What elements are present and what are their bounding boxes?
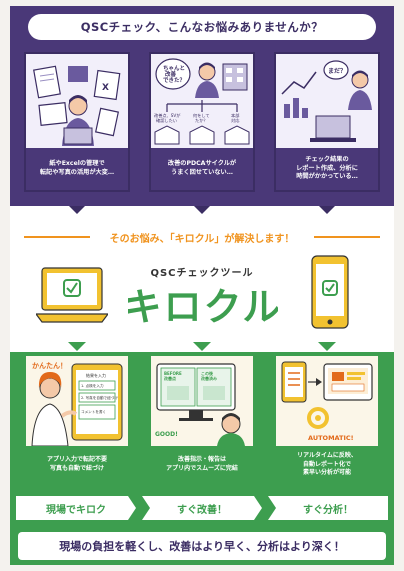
solution-card-analysis: AUTOMATIC! リアルタイムに反映、 自動レポート化で 素早い分析が可能: [274, 354, 380, 486]
solution-card-app-input: かんたん！ 結果を入力 1. 点検を入力 2. 写真を自動で紐づけ コメントを書…: [24, 354, 130, 486]
tool-label: QSCチェックツール: [150, 268, 254, 279]
down-arrow-icon: [69, 206, 85, 214]
laptop-icon: [34, 262, 110, 332]
steps-bar: 現場でキロク すぐ改善！ すぐ分析！: [16, 496, 388, 520]
solution-caption: アプリ入力で転記不要 写真も自動で紐づけ: [26, 446, 128, 484]
after-label: この後: [201, 370, 214, 376]
easy-tag: かんたん！: [32, 361, 67, 370]
problems-title: QSCチェック、こんなお悩みありませんか？: [28, 14, 376, 40]
solution-illustration-app-input: かんたん！ 結果を入力 1. 点検を入力 2. 写真を自動で紐づけ コメントを書…: [26, 356, 128, 447]
problem-illustration-report: まだ？: [276, 54, 378, 148]
bubble-text: まだ？: [328, 67, 346, 75]
good-label: GOOD!: [155, 431, 178, 438]
svg-text:改善点、SVが確認したい 何をしてた: 改善点、SVが確認したい 何をしてたか？ 本部対応: [154, 112, 240, 124]
solution-caption: 改善指示・報告は アプリ内でスムーズに完結: [151, 446, 253, 484]
automatic-label: AUTOMATIC!: [308, 434, 354, 442]
divider-line: [314, 236, 380, 238]
problem-caption: チェック結果の レポート作成、分析に 時間がかかっている…: [276, 148, 378, 190]
down-arrow-icon: [318, 342, 336, 351]
step-analyze: すぐ分析！: [268, 496, 388, 520]
problem-card-report: まだ？ チェック結果の レポート作成、分析に 時間がかかっている…: [274, 52, 380, 192]
logo-text: キロクル: [128, 285, 278, 328]
step-record: 現場でキロク: [16, 496, 136, 520]
down-arrow-icon: [319, 206, 335, 214]
smartphone-icon: [310, 254, 350, 330]
form-item: 1. 点検を入力: [81, 383, 104, 388]
kirokuru-logo: キロクル: [124, 280, 281, 329]
solution-caption: リアルタイムに反映、 自動レポート化で 素早い分析が可能: [276, 446, 378, 484]
flyer-page: QSCチェック、こんなお悩みありませんか？ X: [10, 6, 394, 565]
solution-illustration-analysis: AUTOMATIC!: [276, 356, 378, 446]
svg-text:ちゃんと 改善: ちゃんと 改善 できた？: [163, 64, 187, 84]
down-arrow-icon: [193, 342, 211, 351]
svg-text:X: X: [102, 83, 109, 93]
bubble-line: ちゃんと: [163, 64, 185, 72]
svg-text:結果を入力: 結果を入力: [86, 372, 106, 378]
problems-section: QSCチェック、こんなお悩みありませんか？ X: [10, 6, 394, 206]
step-improve: すぐ改善！: [142, 496, 262, 520]
form-item: 2. 写真を自動で紐づけ: [81, 395, 118, 400]
problem-illustration-pdca: ちゃんと 改善 できた？ 改善点、SVが確認したい: [151, 54, 253, 148]
divider-line: [24, 236, 90, 238]
down-arrow-icon: [194, 206, 210, 214]
problem-caption: 紙やExcelの管理で 転記や写真の活用が大変…: [26, 148, 128, 190]
form-title: 結果を入力: [86, 372, 106, 378]
problem-card-pdca: ちゃんと 改善 できた？ 改善点、SVが確認したい: [149, 52, 255, 192]
solution-headline: そのお悩み、「キロクル」が解決します！: [109, 234, 295, 245]
tagline-banner: 現場の負担を軽くし、改善はより早く、分析はより深く！: [18, 532, 386, 560]
before-label: BEFORE: [164, 371, 182, 376]
down-arrow-icon: [68, 342, 86, 351]
problem-caption: 改善のPDCAサイクルが うまく回せていない…: [151, 148, 253, 190]
problem-card-paper: X 紙やExcelの管理で 転記や写真の活用が大変…: [24, 52, 130, 192]
form-item: コメントを書く: [81, 409, 106, 414]
problem-illustration-paper: X: [26, 54, 128, 148]
